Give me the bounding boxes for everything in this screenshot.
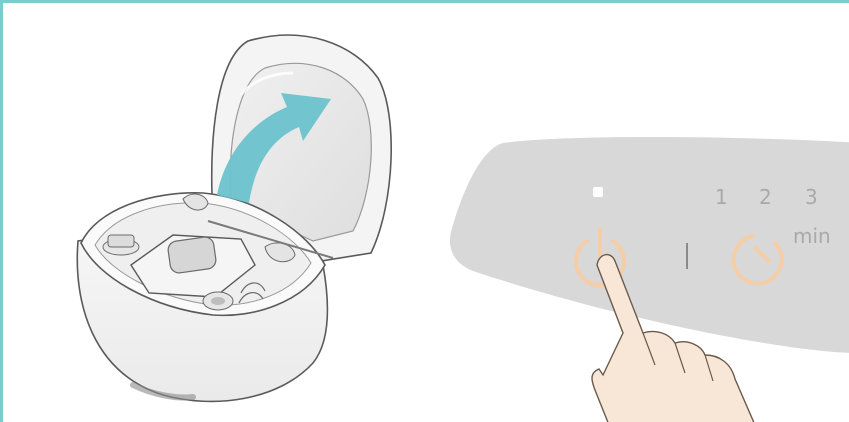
timer-level-3: 3 <box>805 185 818 209</box>
control-panel: 1 2 3 min <box>450 137 849 422</box>
illustration-canvas: 1 2 3 min <box>3 3 849 422</box>
timer-level-1: 1 <box>715 185 728 209</box>
control-panel-surface <box>450 137 849 353</box>
timer-unit-label: min <box>793 224 831 248</box>
status-indicator <box>593 187 603 197</box>
timer-level-2: 2 <box>759 185 772 209</box>
case-device <box>77 35 391 401</box>
